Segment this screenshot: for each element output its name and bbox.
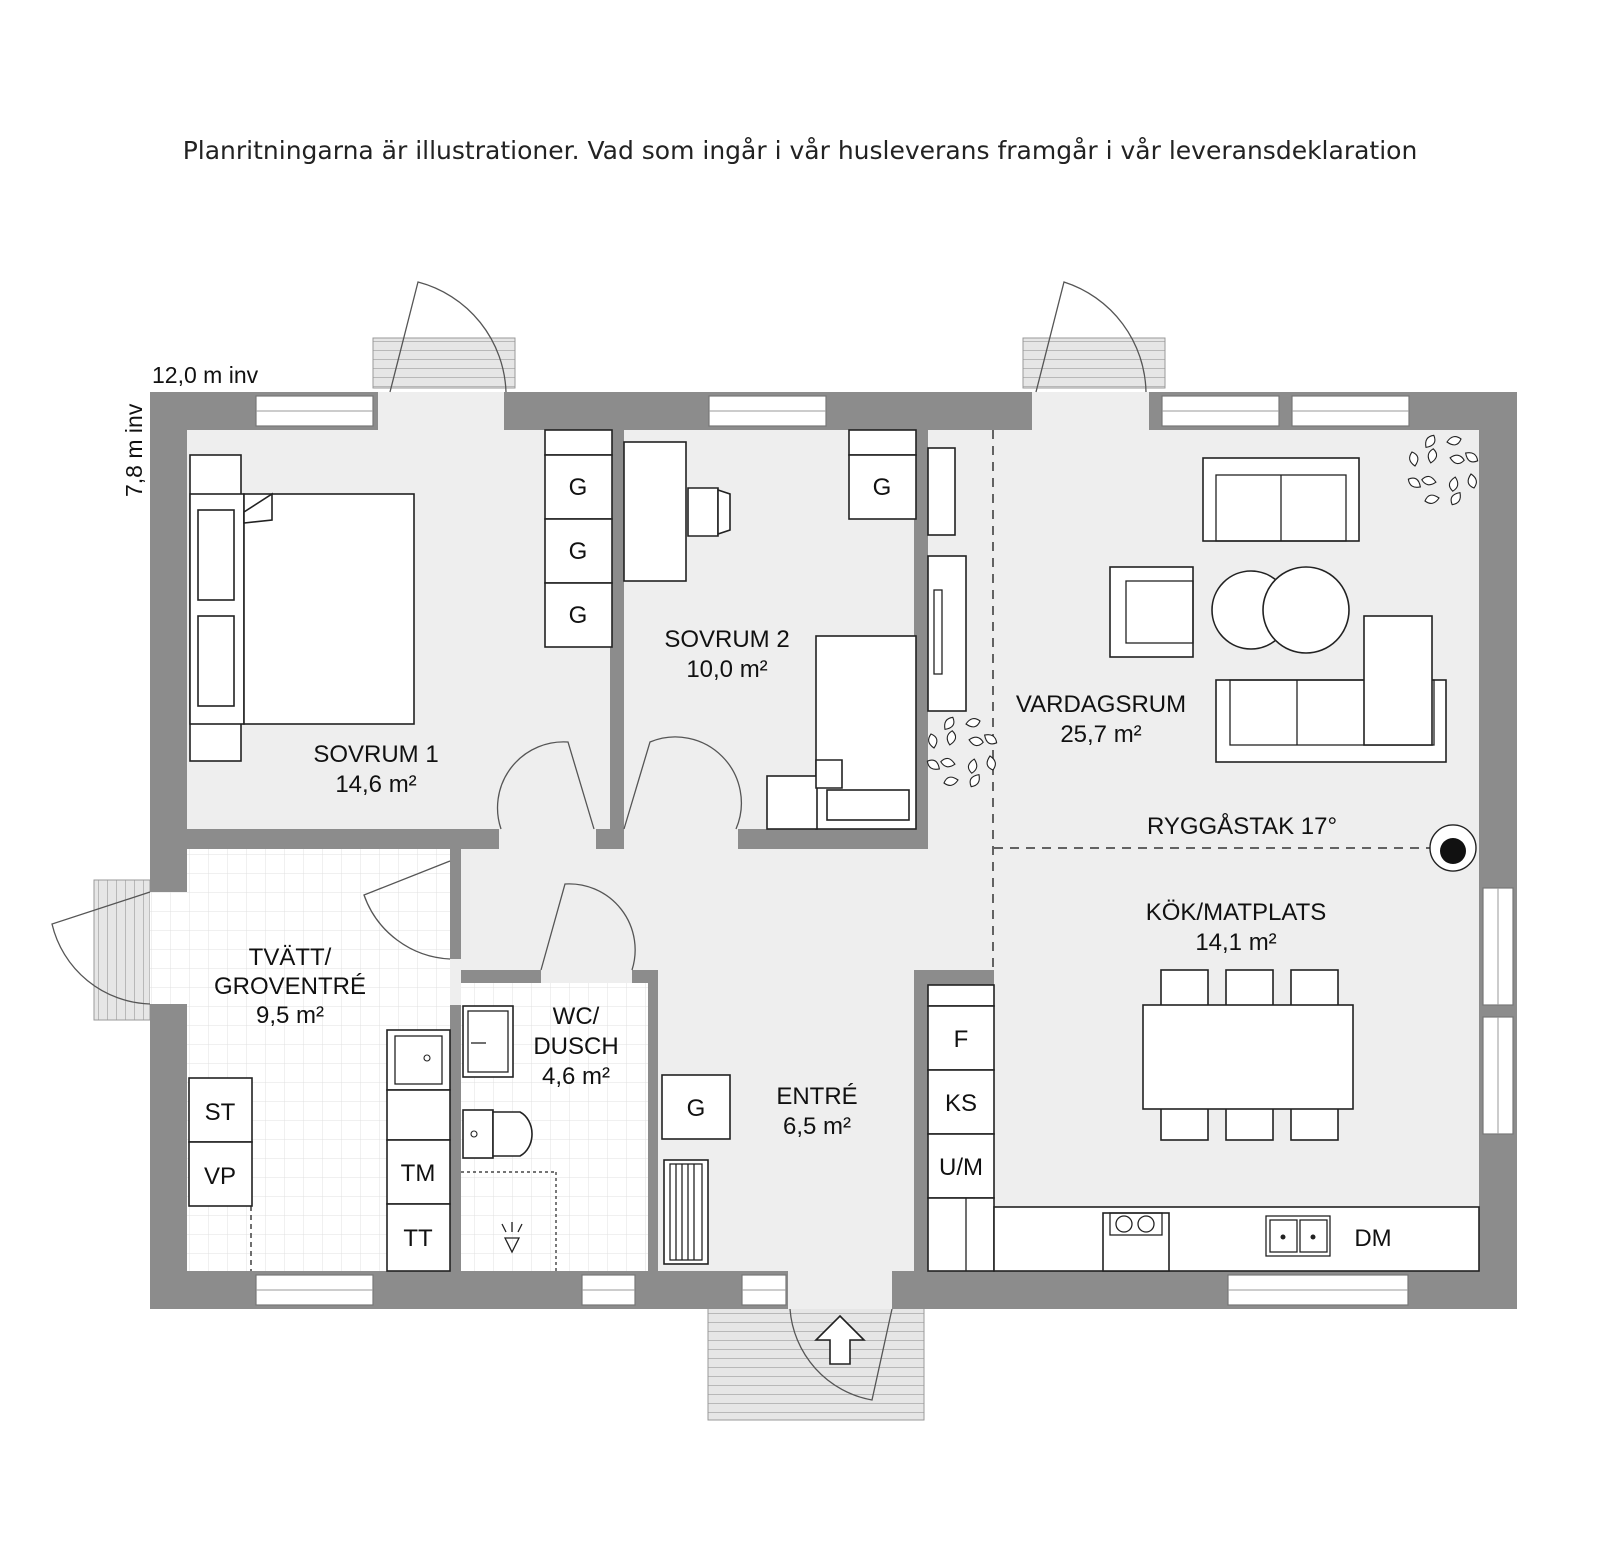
water-heater-label: VP: [204, 1163, 236, 1190]
wardrobe-label: G: [569, 474, 588, 501]
room-area-vardagsrum: 25,7 m²: [1060, 721, 1141, 748]
freezer-label: F: [954, 1026, 969, 1053]
deck-north-left: [372, 337, 516, 389]
washer: [386, 1139, 451, 1205]
bed-single: [766, 635, 917, 830]
wardrobe-label: G: [569, 538, 588, 565]
dryer: [386, 1203, 451, 1272]
washer-label: TM: [401, 1160, 436, 1187]
room-name-sovrum1: SOVRUM 1: [313, 741, 438, 768]
entrance-arrow-icon: [814, 1314, 866, 1365]
entrance-steps: [707, 1301, 925, 1421]
interior-walls: [187, 430, 994, 1271]
room-area-sovrum1: 14,6 m²: [335, 771, 416, 798]
kitchen-tall-units: [927, 984, 995, 1272]
dryer-label: TT: [403, 1225, 433, 1252]
room-name-wc-line2: DUSCH: [533, 1033, 618, 1060]
room-area-wc: 4,6 m²: [542, 1063, 610, 1090]
deck-west: [93, 879, 151, 1021]
shower-area: [461, 1171, 557, 1271]
shoe-rack: [663, 1159, 709, 1265]
room-area-entre: 6,5 m²: [783, 1113, 851, 1140]
kitchen-counter: [993, 1206, 1480, 1272]
depth-dimension: 7,8 m inv: [121, 403, 147, 497]
stove-cabinet: [188, 1077, 253, 1143]
wardrobe-entre: [661, 1074, 731, 1140]
width-dimension: 12,0 m inv: [152, 362, 259, 388]
roof-note: RYGGÅSTAK 17°: [1147, 812, 1337, 840]
room-name-sovrum2: SOVRUM 2: [664, 626, 789, 653]
room-name-entre: ENTRÉ: [776, 1083, 857, 1110]
door-openings: [378, 392, 1149, 1309]
room-name-vardagsrum: VARDAGSRUM: [1016, 691, 1186, 718]
door-swing-icon: [51, 281, 1147, 1401]
window-glazing: [256, 410, 1499, 1291]
fireplace-icon: [927, 555, 967, 712]
oven-micro-label: U/M: [939, 1154, 983, 1181]
sofa-two-seat: [1202, 457, 1360, 542]
water-heater: [188, 1141, 253, 1207]
toilet: [462, 1109, 533, 1159]
dining-table: [1142, 1004, 1354, 1110]
west-door-opening: [150, 892, 187, 1004]
dishwasher-label: DM: [1354, 1225, 1391, 1252]
sofa-corner: [1215, 615, 1447, 763]
disclaimer-text: Planritningarna är illustrationer. Vad s…: [182, 136, 1418, 165]
laundry-sink: [386, 1029, 451, 1091]
wardrobe-label: G: [873, 474, 892, 501]
room-name-tvatt-line1: TVÄTT/: [249, 944, 332, 971]
deck-north-right: [1022, 337, 1166, 389]
roof-ridge-line: [992, 430, 1430, 970]
stove-label: ST: [205, 1099, 236, 1126]
room-name-kok: KÖK/MATPLATS: [1146, 899, 1326, 926]
wardrobe-sovrum2: [848, 429, 917, 520]
desk: [623, 441, 731, 582]
coffee-tables: [1211, 566, 1350, 654]
wardrobe-label: G: [569, 602, 588, 629]
room-area-kok: 14,1 m²: [1195, 929, 1276, 956]
room-area-sovrum2: 10,0 m²: [686, 656, 767, 683]
armchair: [1109, 566, 1194, 658]
bed-double: [189, 454, 415, 762]
shelf: [927, 447, 956, 536]
wardrobe-label: G: [687, 1095, 706, 1122]
stove-icon: [1429, 824, 1477, 872]
laundry-counter: [386, 1089, 451, 1141]
dining-chairs-top: [1160, 969, 1339, 1007]
room-area-tvatt: 9,5 m²: [256, 1002, 324, 1029]
fridge-freezer-label: KS: [945, 1090, 977, 1117]
room-name-tvatt-line2: GROVENTRÉ: [214, 973, 366, 1000]
room-name-wc-line1: WC/: [553, 1003, 600, 1030]
bathroom-sink: [462, 1005, 514, 1078]
wardrobe-group-1: [544, 429, 613, 648]
